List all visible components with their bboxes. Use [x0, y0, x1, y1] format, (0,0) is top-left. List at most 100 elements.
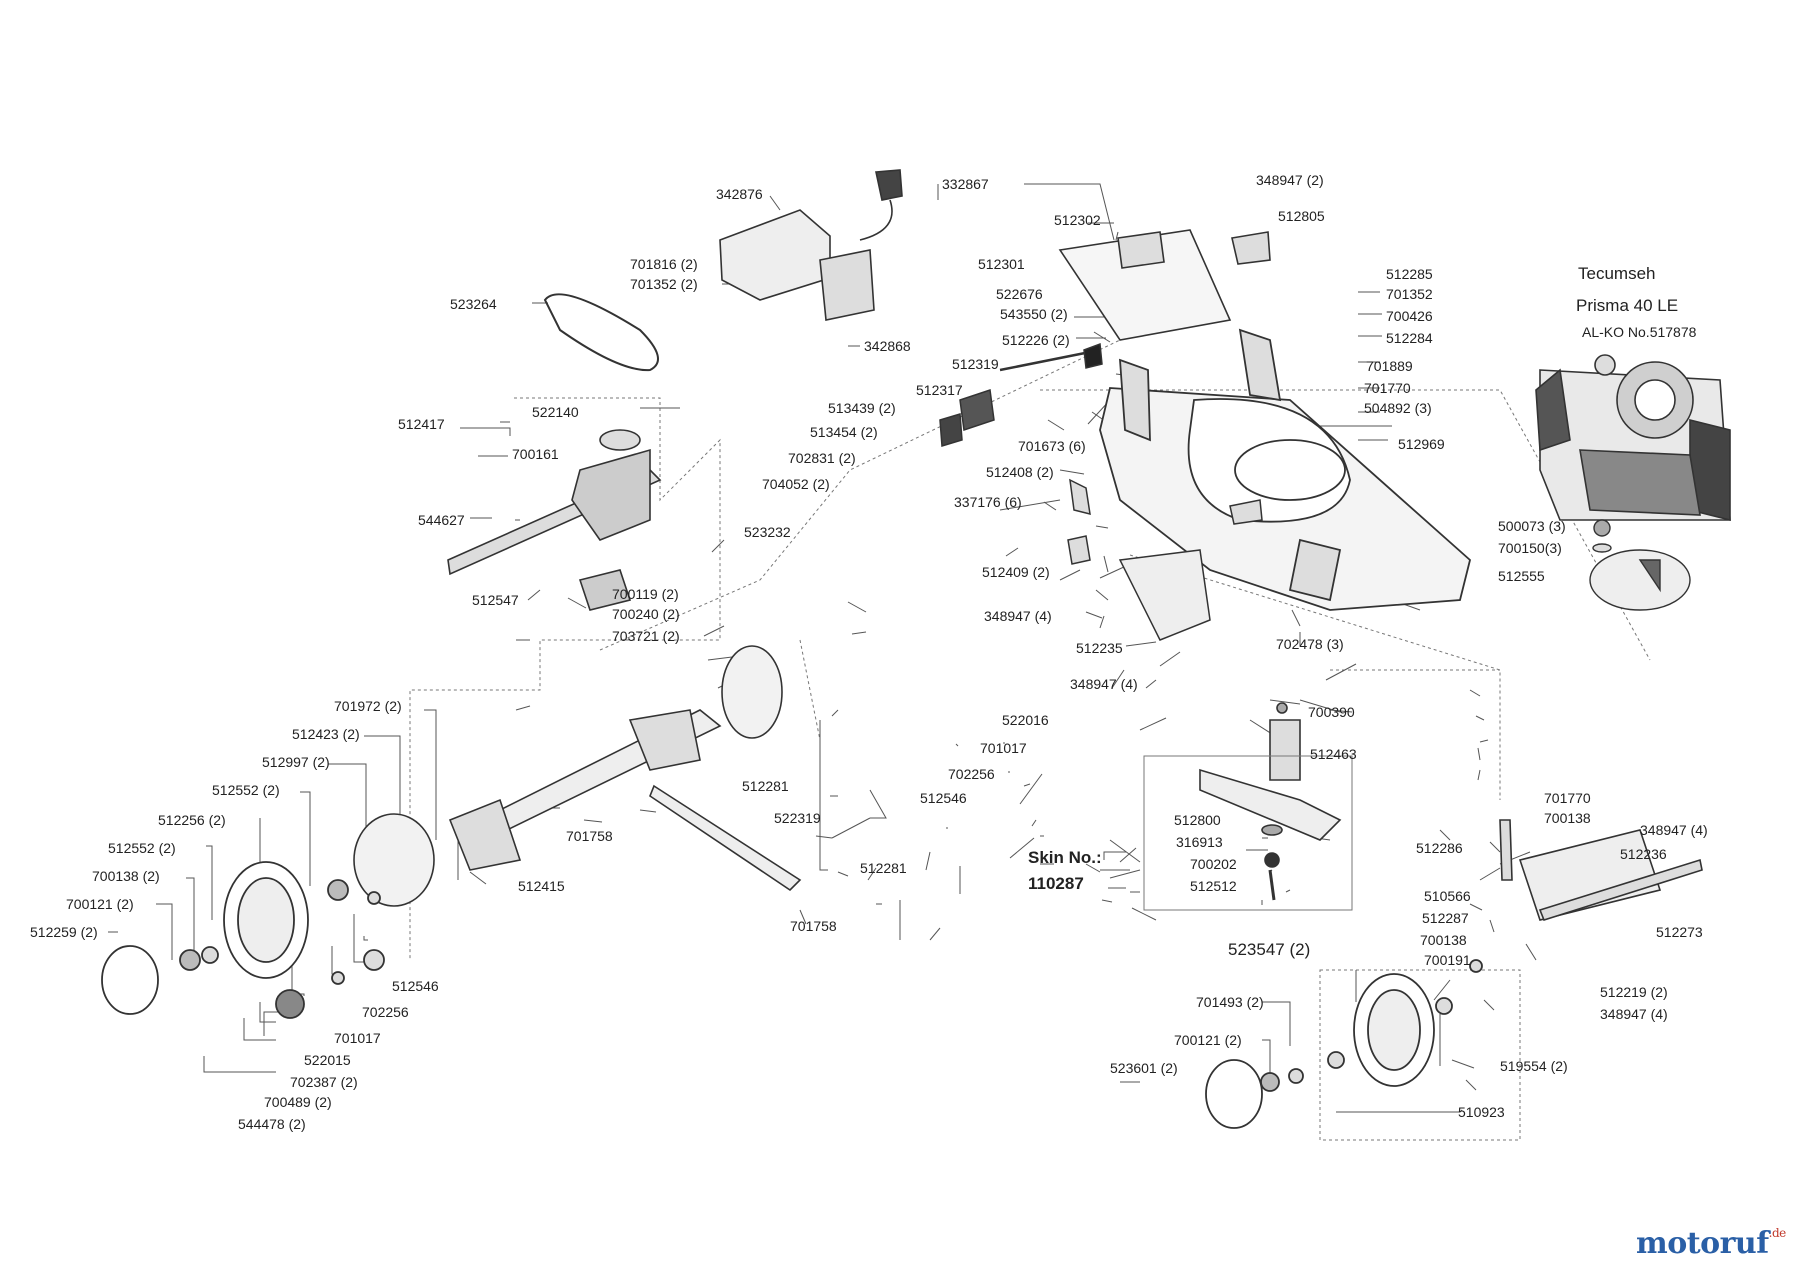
engine-model-label: Prisma 40 LE	[1576, 296, 1679, 315]
part-label: 512417	[398, 416, 445, 432]
part-label: 512273	[1656, 924, 1703, 940]
part-label: 512317	[916, 382, 963, 398]
part-label: 512226 (2)	[1002, 332, 1070, 348]
part-label: 512287	[1422, 910, 1469, 926]
part-label: 512547	[472, 592, 519, 608]
part-label: 700121 (2)	[66, 896, 134, 912]
part-label: 522016	[1002, 712, 1049, 728]
part-label: 522140	[532, 404, 579, 420]
part-label: 700426	[1386, 308, 1433, 324]
part-label: 512235	[1076, 640, 1123, 656]
battery-charger-drawing	[719, 169, 903, 321]
front-axle-drawing	[1499, 819, 1703, 921]
part-label: 348947 (4)	[1640, 822, 1708, 838]
motoruf-logo-text: motoruf	[1636, 1226, 1769, 1261]
assembly-dashed-lines	[409, 339, 1651, 1141]
part-label: 512281	[860, 860, 907, 876]
part-label: 512552 (2)	[212, 782, 280, 798]
part-label: 701352 (2)	[630, 276, 698, 292]
part-label: 337176 (6)	[954, 494, 1022, 510]
part-label: 348947 (4)	[1070, 676, 1138, 692]
part-label: 512219 (2)	[1600, 984, 1668, 1000]
part-label: 512800	[1174, 812, 1221, 828]
part-label: 512969	[1398, 436, 1445, 452]
part-label: 704052 (2)	[762, 476, 830, 492]
part-label: 700240 (2)	[612, 606, 680, 622]
part-label: 700191	[1424, 952, 1471, 968]
part-label: 701758	[566, 828, 613, 844]
part-label: 700138	[1544, 810, 1591, 826]
rear-axle-drawing	[353, 645, 802, 907]
part-label: 522676	[996, 286, 1043, 302]
kit-number-label: 523547 (2)	[1228, 940, 1311, 959]
part-label: 544478 (2)	[238, 1116, 306, 1132]
part-label: 500073 (3)	[1498, 518, 1566, 534]
part-label: 522015	[304, 1052, 351, 1068]
blade-drawing	[1199, 702, 1342, 901]
part-label: 701770	[1544, 790, 1591, 806]
blade-kit-inset-frame	[1143, 755, 1353, 911]
part-label: 512423 (2)	[292, 726, 360, 742]
part-label: 512546	[392, 978, 439, 994]
part-label: 701816 (2)	[630, 256, 698, 272]
part-label: 512256 (2)	[158, 812, 226, 828]
part-label: 512284	[1386, 330, 1433, 346]
part-label: 523601 (2)	[1110, 1060, 1178, 1076]
part-label: 348947 (4)	[1600, 1006, 1668, 1022]
engine-brand-label: Tecumseh	[1578, 264, 1656, 283]
part-label: 701889	[1366, 358, 1413, 374]
part-label: 700138 (2)	[92, 868, 160, 884]
part-label: 512286	[1416, 840, 1463, 856]
part-label: 512408 (2)	[986, 464, 1054, 480]
motoruf-logo-suffix: .de	[1768, 1226, 1787, 1240]
belt-drawing	[543, 293, 659, 372]
part-label: 702387 (2)	[290, 1074, 358, 1090]
gearbox-drawing	[447, 429, 662, 611]
part-label: 512415	[518, 878, 565, 894]
part-label: 512463	[1310, 746, 1357, 762]
part-label: 700161	[512, 446, 559, 462]
part-label: 512236	[1620, 846, 1667, 862]
leader-lines	[108, 183, 1537, 1113]
part-label: 703721 (2)	[612, 628, 680, 644]
part-label: 700138	[1420, 932, 1467, 948]
part-label: 332867	[942, 176, 989, 192]
part-label: 543550 (2)	[1000, 306, 1068, 322]
rear-wheel-left-drawing	[101, 861, 385, 1019]
skin-number: 110287	[1028, 874, 1084, 893]
part-label: 700202	[1190, 856, 1237, 872]
part-label: 700119 (2)	[612, 586, 679, 602]
part-label: 701758	[790, 918, 837, 934]
part-label: 342876	[716, 186, 763, 202]
part-label: 702831 (2)	[788, 450, 856, 466]
part-label: 701972 (2)	[334, 698, 402, 714]
part-label: 512285	[1386, 266, 1433, 282]
part-label: 701770	[1364, 380, 1411, 396]
part-label: 510923	[1458, 1104, 1505, 1120]
skin-label: Skin No.:	[1028, 848, 1102, 867]
part-label: 512552 (2)	[108, 840, 176, 856]
part-label: 701017	[334, 1030, 381, 1046]
part-label: 512546	[920, 790, 967, 806]
part-label: 702256	[948, 766, 995, 782]
part-label: 512997 (2)	[262, 754, 330, 770]
part-label: 544627	[418, 512, 465, 528]
part-label: 700150(3)	[1498, 540, 1562, 556]
part-label: 512259 (2)	[30, 924, 98, 940]
part-label: 513454 (2)	[810, 424, 878, 440]
part-label: 523232	[744, 524, 791, 540]
part-label: 700489 (2)	[264, 1094, 332, 1110]
part-label: 348947 (2)	[1256, 172, 1324, 188]
front-wheel-right-drawing	[1205, 959, 1483, 1129]
engine-drawing	[1535, 354, 1731, 522]
part-label: 512281	[742, 778, 789, 794]
part-label: 519554 (2)	[1500, 1058, 1568, 1074]
part-label: 512319	[952, 356, 999, 372]
lever-parts-drawing	[939, 342, 1263, 641]
part-label: 701673 (6)	[1018, 438, 1086, 454]
part-label: 512409 (2)	[982, 564, 1050, 580]
part-label: 512512	[1190, 878, 1237, 894]
part-label: 700390	[1308, 704, 1355, 720]
rear-flap-drawing	[1058, 229, 1271, 341]
